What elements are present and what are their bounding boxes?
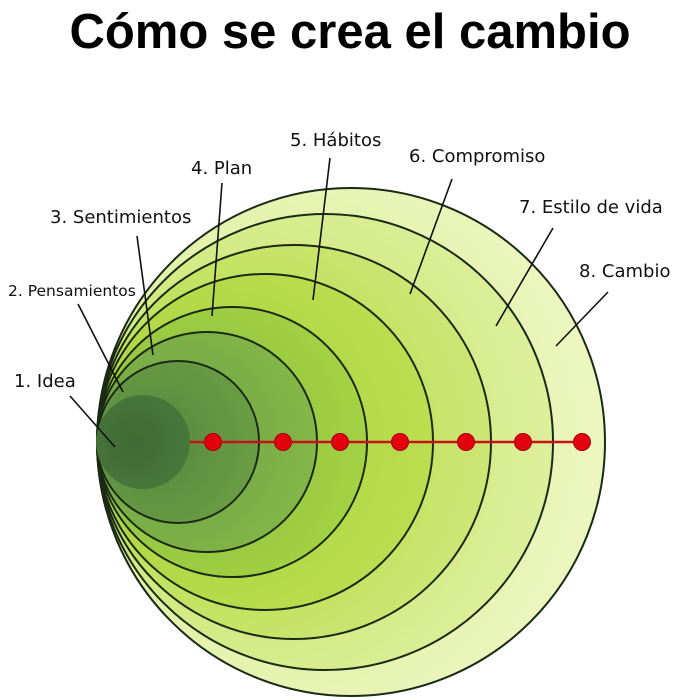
progress-dot [204,433,222,451]
label-stage-8: 8. Cambio [579,261,670,282]
label-stage-6: 6. Compromiso [409,146,545,167]
label-stage-7: 7. Estilo de vida [519,197,663,218]
progress-dot [514,433,532,451]
label-stage-3: 3. Sentimientos [50,207,191,228]
progress-dot [274,433,292,451]
label-stage-5: 5. Hábitos [290,130,381,151]
progress-dot [331,433,349,451]
label-stage-2: 2. Pensamientos [8,282,136,300]
progress-dot [391,433,409,451]
progress-dot [573,433,591,451]
page-title: Cómo se crea el cambio [69,5,631,59]
progress-dot [457,433,475,451]
progress-line [190,433,591,451]
circle-stage-1 [96,395,190,489]
label-stage-4: 4. Plan [191,158,252,179]
label-stage-1: 1. Idea [14,371,76,392]
leader-lines [69,157,609,448]
